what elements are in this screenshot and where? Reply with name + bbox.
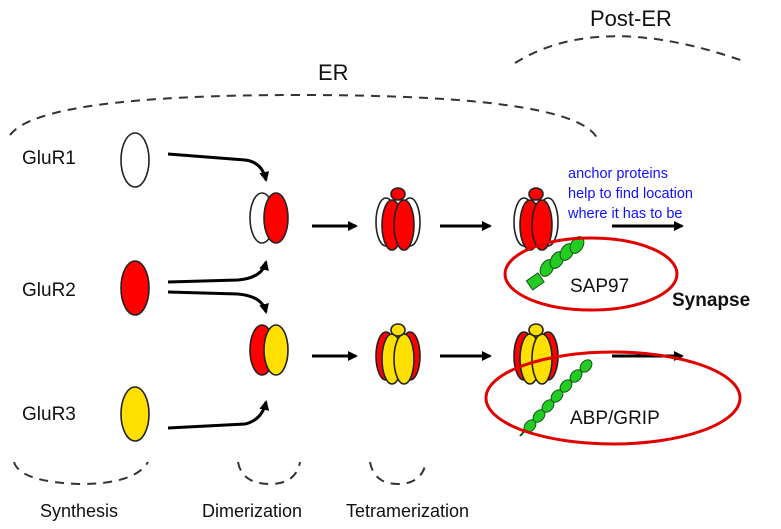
stage-label-tetramerization: Tetramerization: [346, 501, 469, 521]
annotation-line-3: where it has to be: [567, 206, 682, 222]
er-label: ER: [318, 60, 349, 85]
synthesis-bracket: [13, 461, 149, 486]
sap97-label: SAP97: [570, 276, 629, 297]
annotation-line-1: anchor proteins: [568, 166, 668, 182]
arrow-glur1-to-dimer: [167, 152, 270, 182]
subunit-label-glur3: GluR3: [22, 404, 76, 425]
subunit-label-glur1: GluR1: [22, 148, 76, 169]
annotation-line-2: help to find location: [568, 186, 693, 202]
tetramer-glur2-glur3: [375, 323, 421, 385]
tetramer-glur1-glur2: [375, 187, 421, 251]
arrow-glur2-to-upper-dimer: [167, 260, 269, 284]
glur3-subunit: [120, 386, 150, 442]
tetramer-with-sap97: [513, 187, 559, 251]
arrow-glur3-to-dimer: [167, 400, 270, 430]
sap97-highlight: [503, 236, 679, 312]
dimer-glur1-glur2: [249, 192, 289, 244]
dimer-glur2-glur3: [249, 324, 289, 376]
abp-grip-highlight: [484, 350, 742, 446]
sap97-protein: [525, 236, 585, 291]
glur1-subunit: [120, 132, 150, 188]
abp-grip-protein: [519, 359, 593, 437]
er-bracket: [9, 93, 599, 141]
stage-label-synthesis: Synthesis: [40, 501, 118, 521]
stage-label-dimerization: Dimerization: [202, 501, 302, 521]
tetramerization-bracket: [369, 461, 427, 486]
post-er-bracket: [514, 35, 747, 64]
abp-grip-label: ABP/GRIP: [570, 408, 660, 429]
tetramer-with-abp-grip: [513, 323, 559, 385]
glur2-subunit: [120, 260, 150, 316]
synapse-label: Synapse: [672, 290, 750, 311]
post-er-label: Post-ER: [590, 6, 672, 31]
dimerization-bracket: [237, 461, 301, 486]
arrow-glur2-to-lower-dimer: [167, 290, 269, 314]
subunit-label-glur2: GluR2: [22, 280, 76, 301]
